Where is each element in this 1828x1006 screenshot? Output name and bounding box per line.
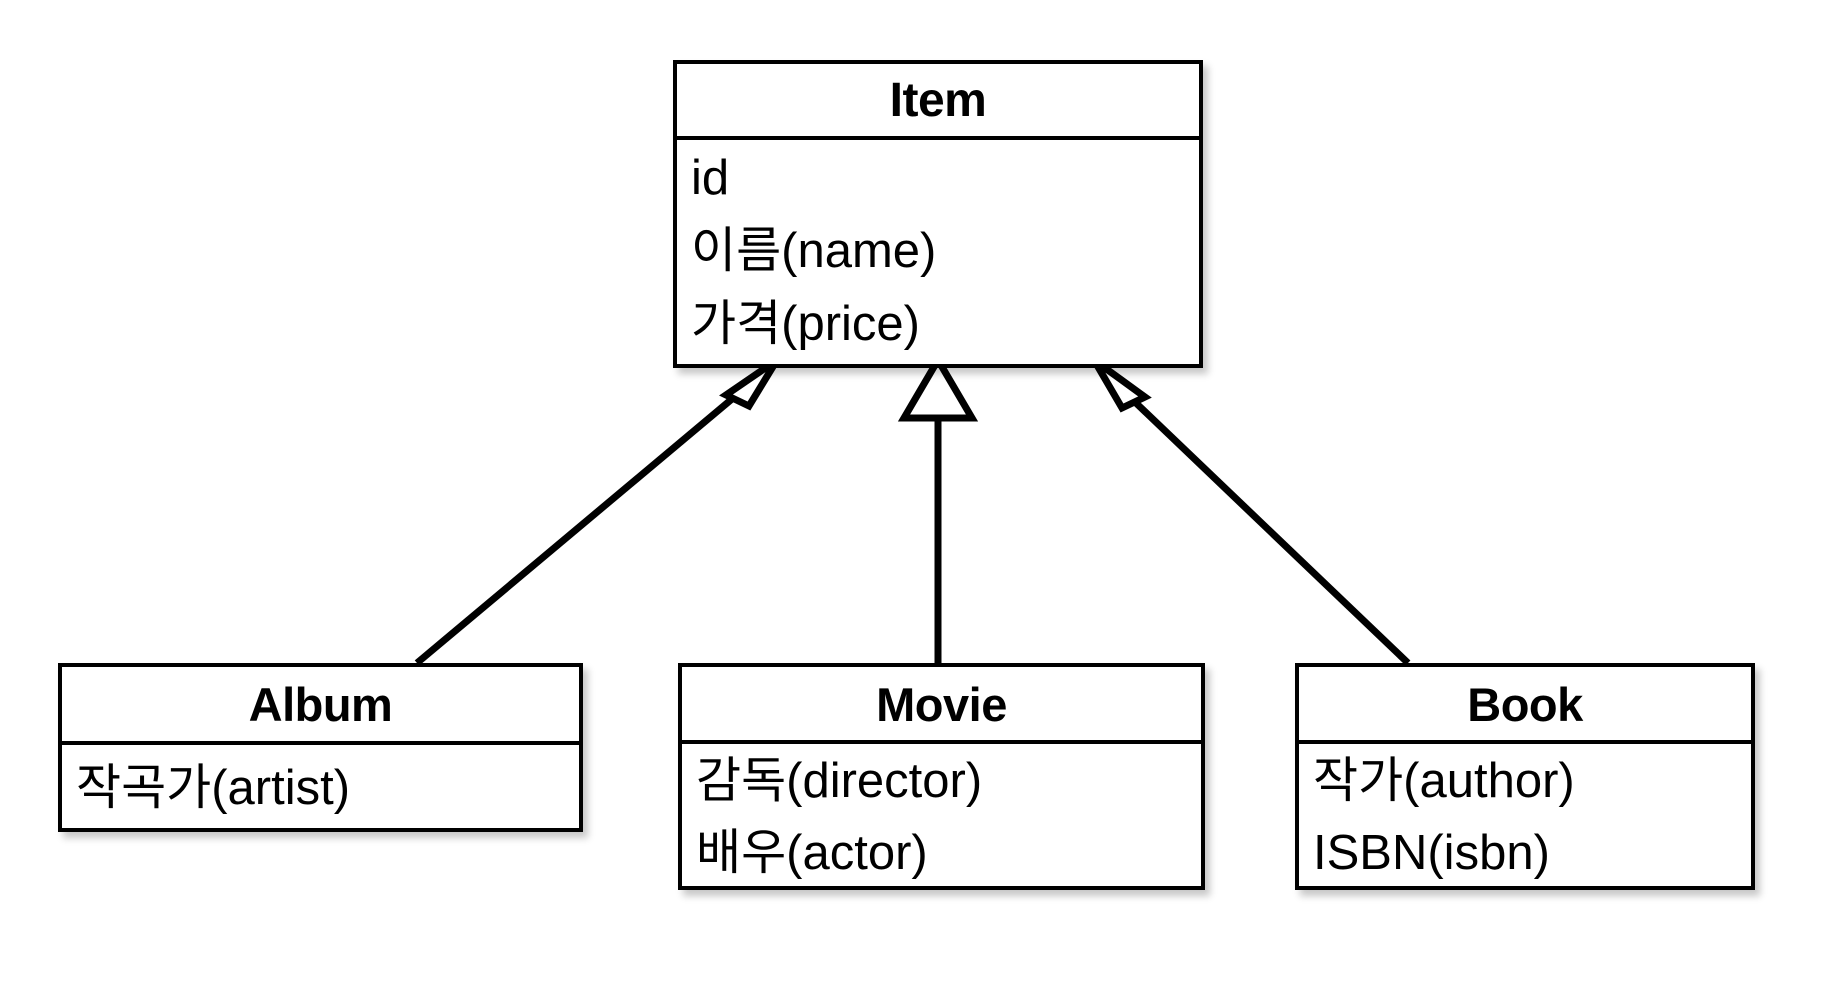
class-name-item: Item <box>677 64 1199 140</box>
class-name-movie: Movie <box>682 667 1201 744</box>
class-attributes-book: 작가(author) ISBN(isbn) <box>1299 744 1751 889</box>
attribute-row: 감독(director) <box>696 754 983 808</box>
attribute-row: 이름(name) <box>691 224 937 278</box>
attribute-row: id <box>691 151 730 205</box>
attribute-row: 배우(actor) <box>696 826 928 880</box>
generalization-line-album <box>414 375 760 666</box>
class-name-album: Album <box>62 667 579 745</box>
generalization-book-to-item <box>1090 357 1411 666</box>
class-box-album[interactable]: Album 작곡가(artist) <box>58 663 583 832</box>
generalization-line-book <box>1111 379 1411 666</box>
hollow-triangle-arrowhead-movie <box>897 353 979 422</box>
class-attributes-item: id 이름(name) 가격(price) <box>677 140 1199 361</box>
class-attributes-album: 작곡가(artist) <box>62 745 579 830</box>
class-box-item[interactable]: Item id 이름(name) 가격(price) <box>673 60 1203 368</box>
attribute-row: ISBN(isbn) <box>1313 826 1550 880</box>
generalization-album-to-item <box>414 357 780 666</box>
class-attributes-movie: 감독(director) 배우(actor) <box>682 744 1201 889</box>
attribute-row: 작가(author) <box>1313 754 1575 808</box>
attribute-row: 가격(price) <box>691 297 921 351</box>
attribute-row: 작곡가(artist) <box>76 761 351 815</box>
class-box-book[interactable]: Book 작가(author) ISBN(isbn) <box>1295 663 1755 890</box>
class-box-movie[interactable]: Movie 감독(director) 배우(actor) <box>678 663 1205 890</box>
generalization-movie-to-item <box>897 353 979 663</box>
class-name-book: Book <box>1299 667 1751 744</box>
